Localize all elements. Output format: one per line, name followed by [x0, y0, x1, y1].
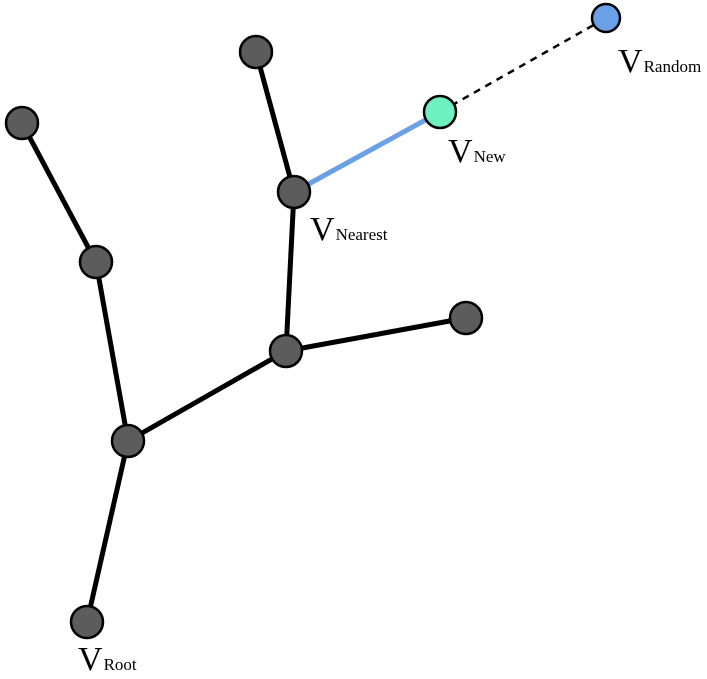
edge-nearest-top — [253, 49, 297, 195]
node-random — [590, 2, 622, 34]
edge-left-mid-left-top — [19, 120, 99, 265]
label-root: VRoot — [78, 641, 137, 678]
label-new-main: V — [448, 133, 473, 170]
node-right — [448, 300, 484, 336]
tree-nodes — [4, 34, 484, 640]
label-root-main: V — [78, 641, 103, 678]
node-left-top — [4, 105, 40, 141]
node-branch — [110, 423, 146, 459]
edge-nearest-new — [291, 109, 443, 195]
label-new: VNew — [448, 133, 506, 170]
edge-new-random-dashed — [439, 16, 607, 114]
edge-branch-left-mid — [93, 259, 131, 444]
node-nearest — [276, 174, 312, 210]
node-left-mid — [78, 244, 114, 280]
label-random-sub: Random — [644, 57, 702, 76]
label-root-sub: Root — [104, 655, 137, 674]
edge-center-nearest — [283, 189, 297, 354]
tree-edges — [19, 49, 469, 625]
label-nearest: VNearest — [310, 211, 388, 248]
label-new-sub: New — [474, 147, 507, 166]
edge-center-right — [283, 315, 469, 354]
label-random-main: V — [618, 43, 643, 80]
node-top — [238, 34, 274, 70]
node-root — [69, 604, 105, 640]
node-new — [422, 94, 458, 130]
label-nearest-sub: Nearest — [336, 225, 388, 244]
label-nearest-main: V — [310, 211, 335, 248]
edge-root-branch — [84, 438, 131, 625]
node-center — [268, 333, 304, 369]
edge-branch-center — [125, 348, 289, 444]
label-random: VRandom — [618, 43, 701, 80]
